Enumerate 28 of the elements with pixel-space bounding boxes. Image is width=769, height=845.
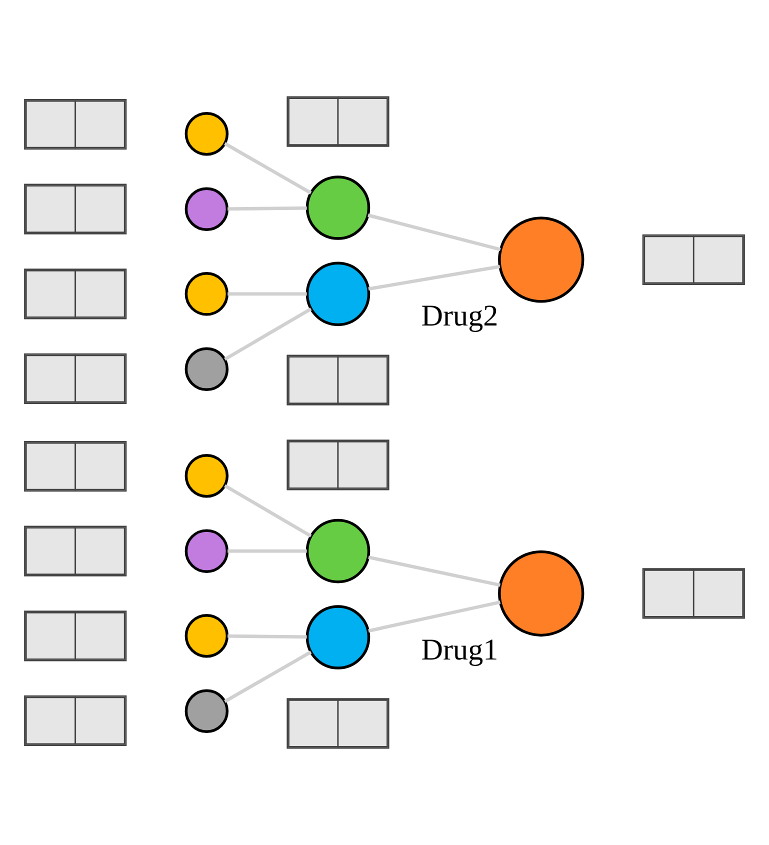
connector bbox=[224, 484, 312, 538]
connector bbox=[224, 650, 312, 703]
node-circle bbox=[306, 176, 370, 240]
node-circle bbox=[306, 262, 370, 326]
node-circle bbox=[306, 518, 370, 584]
node-circle bbox=[498, 550, 584, 637]
connector bbox=[228, 634, 307, 639]
node-circle bbox=[184, 454, 229, 498]
connector bbox=[228, 292, 307, 296]
node-circle bbox=[306, 605, 370, 670]
node-circle bbox=[184, 529, 229, 573]
connector bbox=[228, 206, 307, 211]
node-circle bbox=[184, 614, 229, 658]
connector bbox=[368, 600, 501, 633]
connector bbox=[368, 264, 500, 291]
node-label: Drug2 bbox=[421, 298, 498, 333]
node-circle bbox=[498, 216, 584, 303]
connector bbox=[368, 214, 501, 252]
node-circle bbox=[184, 112, 229, 156]
node-circle bbox=[184, 689, 229, 733]
connector bbox=[224, 142, 312, 194]
connector bbox=[368, 556, 501, 587]
connector bbox=[224, 307, 312, 361]
node-circle bbox=[184, 187, 229, 231]
node-circle bbox=[184, 347, 229, 392]
node-circle bbox=[184, 272, 229, 316]
node-label: Drug1 bbox=[421, 632, 498, 666]
connector bbox=[228, 549, 307, 553]
